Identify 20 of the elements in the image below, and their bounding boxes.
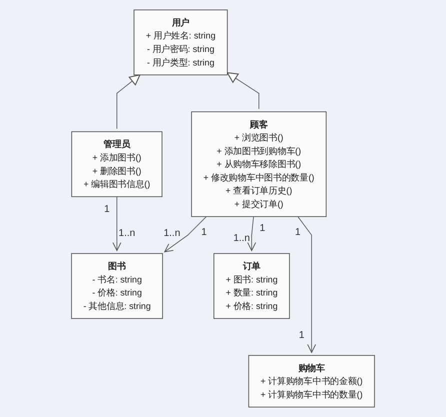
arrow <box>112 196 122 251</box>
node-box: 订单 + 图书: string + 数量: string + 价格: string <box>214 253 290 319</box>
arrow <box>247 216 256 251</box>
multiplicity-label: 1 <box>201 228 207 238</box>
node-box: 购物车 + 计算购物车中书的金额() + 计算购物车中书的数量() <box>248 355 375 408</box>
multiplicity-label: 1 <box>260 224 266 234</box>
multiplicity-label: 1 <box>104 204 110 215</box>
multiplicity-label: 1..n <box>164 229 180 240</box>
arrow <box>164 216 207 252</box>
multiplicity-label: 1 <box>294 228 301 238</box>
multiplicity-label: 1 <box>298 331 304 342</box>
multiplicity-label: 1..n <box>233 234 250 244</box>
arrow <box>116 74 140 130</box>
multiplicity-label: 1..n <box>118 229 136 240</box>
node-box: 管理员 + 添加图书() + 删除图书() + 编辑图书信息() <box>71 131 162 198</box>
arrow <box>298 216 316 353</box>
node-box: 用户 + 用户姓名: string - 用户密码: string - 用户类型: string <box>134 10 228 76</box>
node-box: 图书 - 书名: string - 价格: string - 其他信息: string <box>71 253 163 319</box>
node-box: 顾客 + 浏览图书() + 添加图书到购物车() + 从购物车移除图书() + 修改购物车中图书的数量() + 查看订单历史() + 提交订单() <box>191 111 327 217</box>
arrow <box>226 72 260 110</box>
